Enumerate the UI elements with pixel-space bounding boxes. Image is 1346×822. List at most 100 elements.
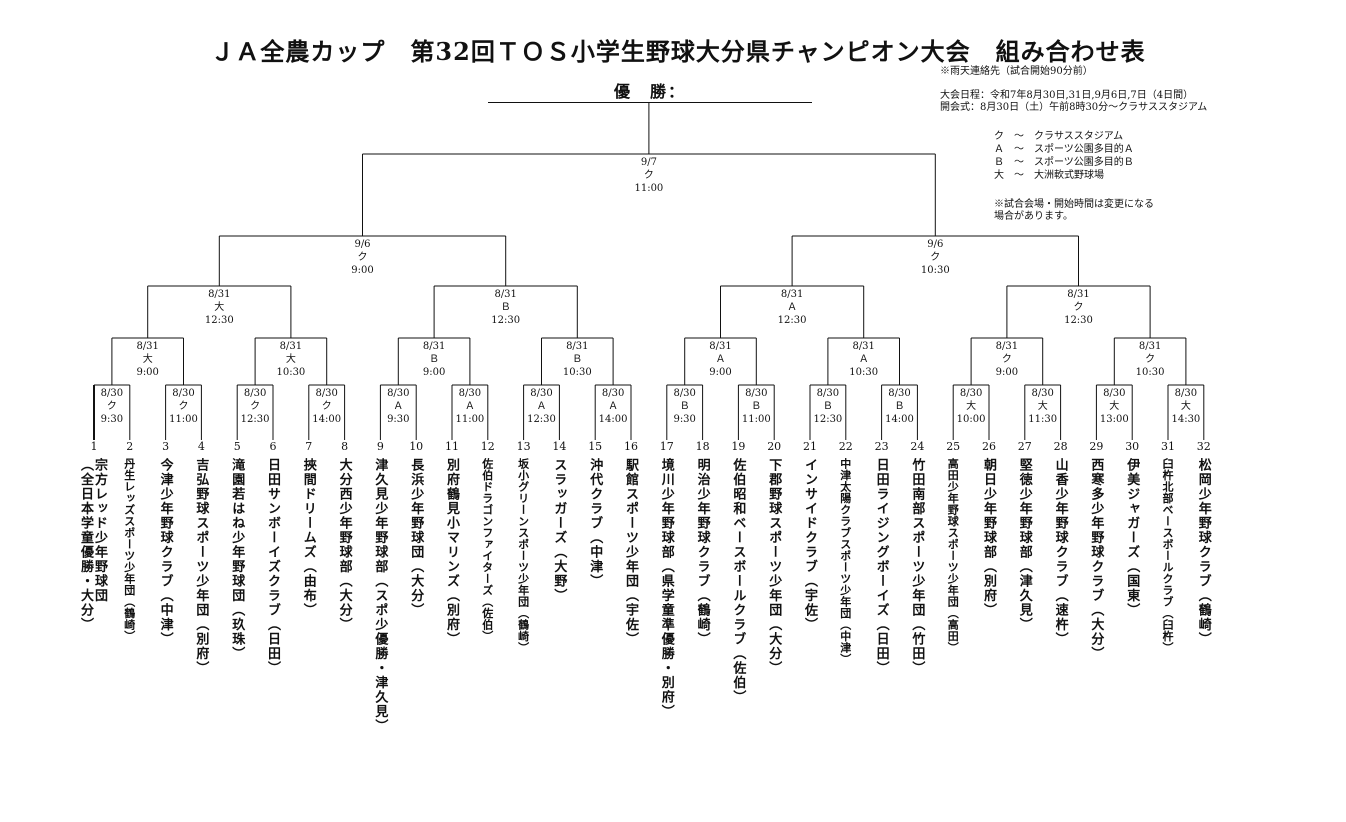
match-venue: ク (930, 252, 941, 263)
legend-item: Ａ ～ スポーツ公園多目的Ａ (994, 144, 1134, 155)
team-name-text: 滝園若はね少年野球団（玖珠） (229, 458, 245, 661)
match-time: 11:30 (1028, 414, 1058, 425)
team-name-note: （全日本学童優勝・大分） (78, 458, 93, 632)
team-name-text: 丹生レッズスポーツ少年団（鶴崎） (122, 458, 136, 642)
match-time: 11:00 (634, 183, 664, 194)
team-name-text: 坂小グリーンスポーツ少年団（鶴崎） (516, 458, 530, 654)
match-date: 8/30 (1103, 388, 1126, 399)
team-name: 坂小グリーンスポーツ少年団（鶴崎） (516, 458, 530, 654)
team-name: 滝園若はね少年野球団（玖珠） (229, 458, 245, 661)
match-info: 8/31 ク 9:00 (979, 340, 1035, 379)
match-time: 10:00 (956, 414, 986, 425)
match-date: 8/30 (959, 388, 983, 399)
team-name: 挾間ドリームズ（由布） (300, 458, 316, 618)
schedule-note: 大会日程：令和7年8月30日,31日,9月6日,7日（4日間） (940, 90, 1194, 101)
match-date: 8/30 (1174, 388, 1198, 399)
match-venue: Ａ (608, 401, 619, 412)
team-name-text: 明治少年野球クラブ（鶴崎） (694, 458, 710, 647)
match-date: 8/30 (243, 388, 267, 399)
match-venue: ク (178, 401, 189, 412)
team-name-text: 吉弘野球スポーツ少年団（別府） (193, 458, 209, 676)
team-name: 大分西少年野球部（大分） (336, 458, 352, 632)
team-name-text: 伊美ジャガーズ（国東） (1124, 458, 1140, 618)
match-date: 9/6 (354, 239, 371, 250)
change-note-line: 場合があります。 (994, 211, 1073, 222)
match-date: 8/31 (852, 341, 875, 352)
team-name: 伊美ジャガーズ（国東） (1124, 458, 1140, 618)
match-date: 8/31 (566, 341, 589, 352)
team-number: 32 (1196, 440, 1211, 453)
team-name: 長浜少年野球団（大分） (408, 458, 423, 618)
team-number: 20 (767, 440, 782, 453)
match-time: 11:00 (169, 414, 198, 425)
match-date: 9/7 (640, 157, 657, 168)
team-name-text: 大分西少年野球部（大分） (336, 458, 352, 632)
match-time: 9:00 (422, 367, 446, 378)
match-time: 12:30 (240, 414, 270, 425)
team-name: スラッガーズ（大野） (551, 458, 566, 603)
team-name-text: 竹田南部スポーツ少年団（竹田） (909, 458, 925, 676)
match-time: 9:00 (709, 367, 732, 378)
legend-item: 大 ～ 大洲軟式野球場 (994, 170, 1104, 181)
match-venue: Ａ (787, 302, 798, 313)
team-number: 22 (838, 440, 853, 453)
match-venue: 大 (214, 302, 225, 313)
match-venue: 大 (1037, 401, 1048, 412)
team-number: 14 (552, 440, 567, 453)
match-venue: Ａ (393, 401, 404, 412)
team-name: 日田ライジングボーイズ（日田） (874, 458, 889, 676)
team-name-text: 臼杵北部ベースボールクラブ（臼杵） (1161, 458, 1174, 654)
match-time: 14:00 (598, 414, 628, 425)
match-venue: Ｂ (572, 354, 583, 365)
match-time: 9:00 (995, 367, 1019, 378)
match-venue: Ｂ (429, 354, 440, 365)
champion-label: 優 勝： (613, 82, 686, 101)
match-time: 14:00 (885, 414, 914, 425)
match-time: 10:30 (849, 367, 879, 378)
team-name-text: 駅館スポーツ少年団（宇佐） (623, 458, 638, 647)
match-time: 10:30 (276, 367, 306, 378)
team-name-text: 別府鶴見小マリンズ（別府） (444, 458, 459, 647)
team-number: 24 (910, 440, 925, 453)
match-date: 8/31 (136, 341, 159, 352)
match-date: 8/31 (208, 289, 231, 300)
match-time: 12:30 (527, 414, 556, 425)
match-date: 8/31 (995, 341, 1019, 352)
match-venue: Ｂ (894, 401, 905, 412)
team-number: 30 (1125, 440, 1140, 453)
match-venue: ク (1073, 302, 1084, 313)
match-date: 8/30 (888, 388, 911, 399)
team-number: 25 (946, 440, 961, 453)
match-venue: ク (321, 401, 332, 412)
team-number: 16 (624, 440, 638, 453)
team-name: 竹田南部スポーツ少年団（竹田） (909, 458, 925, 676)
match-date: 9/6 (927, 239, 944, 250)
team-name-text: 挾間ドリームズ（由布） (300, 458, 316, 618)
team-name-text: 沖代クラブ（中津） (587, 458, 603, 589)
match-venue: 大 (1180, 401, 1191, 412)
match-venue: 大 (285, 354, 296, 365)
match-date: 8/31 (780, 289, 804, 300)
match-time: 10:30 (562, 367, 592, 378)
match-venue: ク (106, 401, 117, 412)
match-date: 8/30 (745, 388, 768, 399)
team-name-text: 松岡少年野球クラブ（鶴崎） (1195, 458, 1211, 647)
match-time: 12:30 (777, 315, 807, 326)
match-venue: Ｂ (751, 401, 762, 412)
match-venue: ク (1001, 354, 1012, 365)
team-name: 吉弘野球スポーツ少年団（別府） (193, 458, 209, 676)
team-name: 日田サンボーイズクラブ（日田） (265, 458, 280, 676)
team-name-text: 宗方レッド少年野球団 (92, 458, 107, 603)
team-name: 臼杵北部ベースボールクラブ（臼杵） (1160, 458, 1174, 654)
match-venue: Ａ (464, 401, 475, 412)
